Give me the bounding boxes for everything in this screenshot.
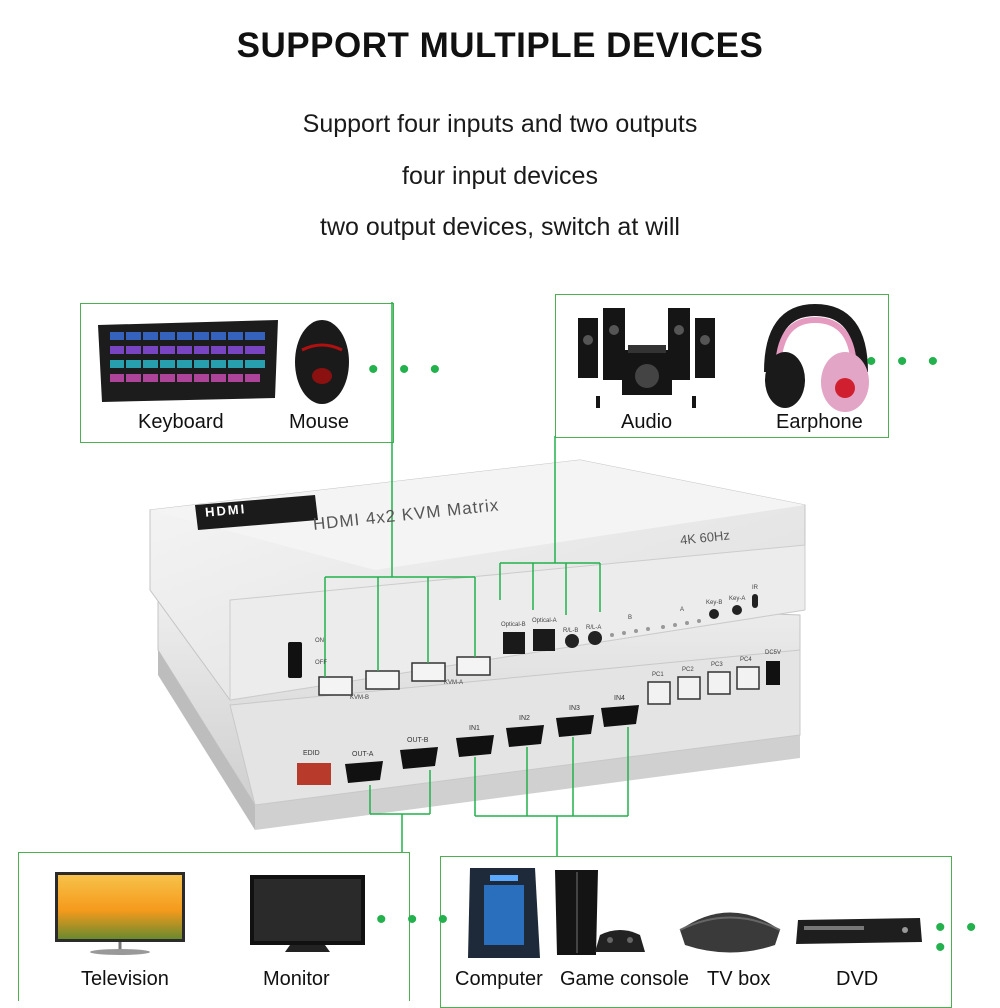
edid-label: EDID	[303, 750, 320, 757]
monitor-icon	[250, 875, 365, 952]
in3-label: IN3	[569, 705, 580, 712]
sources-more-dots: • • •	[935, 911, 983, 964]
earphone-label: Earphone	[776, 411, 863, 433]
group-a-label: A	[680, 607, 685, 613]
headphones-icon	[764, 303, 869, 412]
key-a-label: Key-A	[729, 596, 746, 602]
television-icon	[55, 872, 185, 955]
in2-label: IN2	[519, 715, 530, 722]
mouse-icon	[295, 320, 349, 404]
keyboard-label: Keyboard	[138, 411, 224, 433]
out-b-label: OUT-B	[407, 737, 429, 744]
speaker-system-icon	[578, 308, 715, 408]
connector-lines	[324, 302, 629, 856]
game-console-icon	[555, 870, 645, 955]
ir-label: IR	[752, 585, 758, 591]
kvm-b-label: KVM-B	[350, 695, 370, 701]
key-b-label: Key-B	[706, 600, 723, 606]
kvm-matrix-device	[149, 459, 806, 830]
pc2-label: PC2	[682, 667, 694, 673]
rl-a-label: R/L-A	[586, 625, 602, 631]
in1-label: IN1	[469, 725, 480, 732]
in4-label: IN4	[614, 695, 625, 702]
kvm-a-label: KVM-A	[444, 680, 464, 686]
group-b-label: B	[628, 615, 633, 621]
subtitle-line-1: Support four inputs and two outputs	[302, 110, 698, 138]
pc3-label: PC3	[711, 662, 723, 668]
pc4-label: PC4	[740, 657, 752, 663]
computer-tower-icon	[468, 868, 540, 958]
usb-more-dots: • • •	[368, 353, 447, 386]
out-a-label: OUT-A	[352, 751, 374, 758]
dvd-player-icon	[796, 918, 922, 944]
rl-b-label: R/L-B	[563, 628, 579, 634]
audio-label: Audio	[621, 411, 673, 433]
power-on-label: ON	[315, 638, 324, 644]
displays-more-dots: • • •	[376, 903, 455, 936]
mouse-label: Mouse	[289, 411, 350, 433]
tv-box-icon	[679, 912, 781, 953]
monitor-label: Monitor	[263, 968, 330, 990]
page-title: SUPPORT MULTIPLE DEVICES	[236, 26, 764, 65]
optical-b-label: Optical-B	[501, 622, 526, 628]
television-label: Television	[81, 968, 169, 990]
subtitle-line-2: four input devices	[402, 162, 598, 190]
keyboard-icon	[98, 320, 278, 402]
game-console-label: Game console	[560, 968, 689, 990]
tv-box-label: TV box	[707, 968, 771, 990]
computer-label: Computer	[455, 968, 543, 990]
dvd-label: DVD	[836, 968, 879, 990]
optical-a-label: Optical-A	[532, 618, 557, 624]
audio-more-dots: • • •	[866, 345, 945, 378]
subtitle-line-3: two output devices, switch at will	[320, 213, 680, 241]
power-off-label: OFF	[315, 660, 327, 666]
pc1-label: PC1	[652, 672, 664, 678]
dc-label: DC5V	[765, 650, 782, 656]
